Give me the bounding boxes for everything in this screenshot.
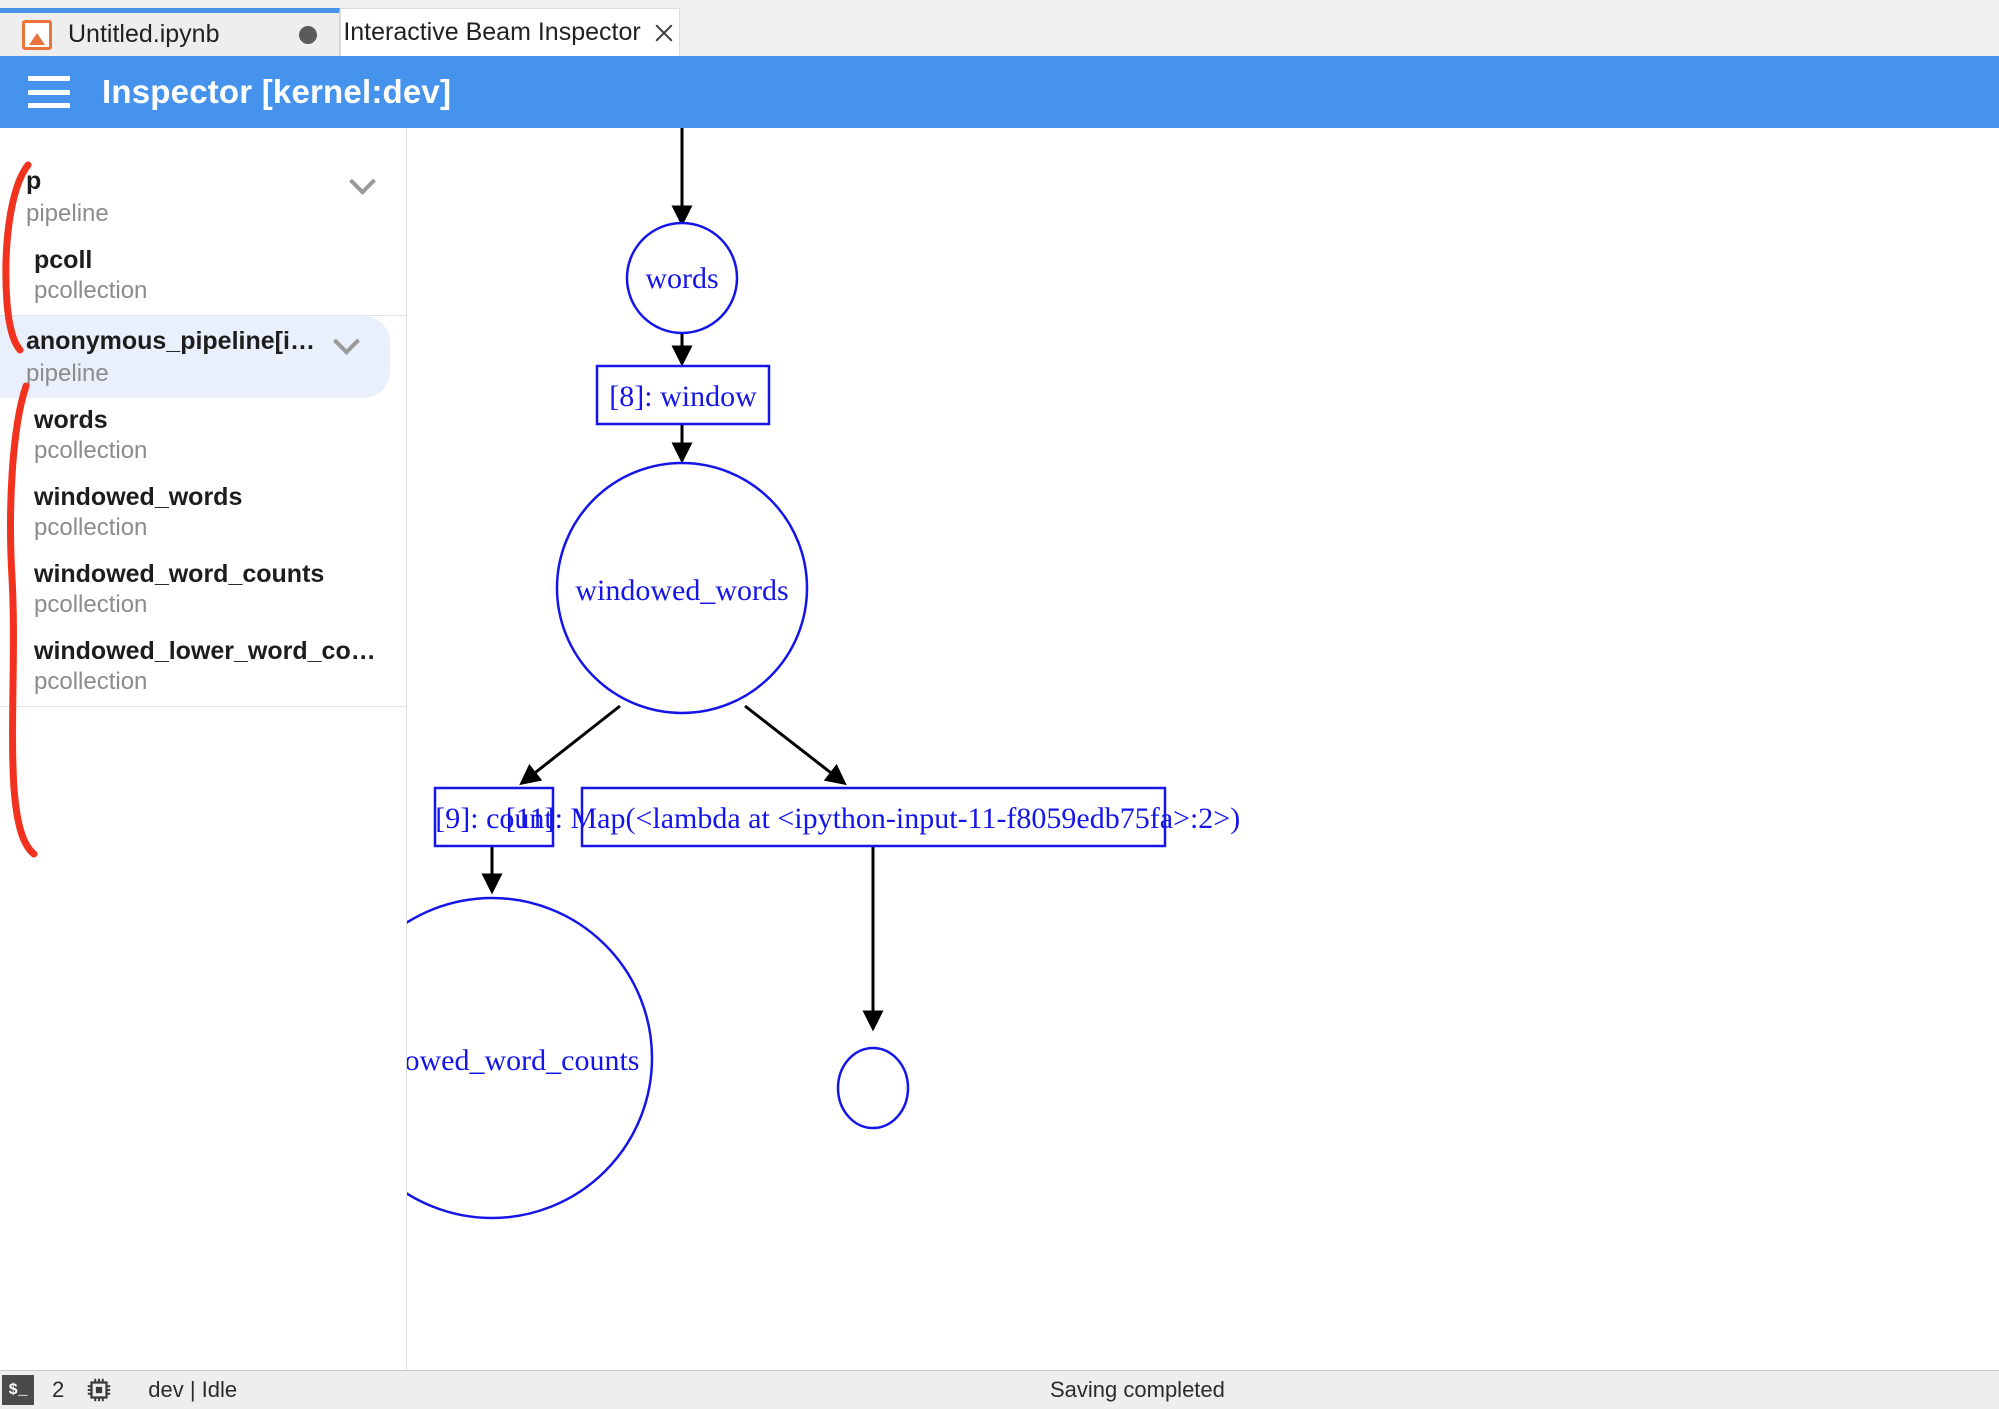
cpu-icon [88,1378,111,1402]
sidebar-item-windowed-words[interactable]: windowed_words pcollection [0,475,406,552]
tab-bar: Untitled.ipynb Interactive Beam Inspecto… [0,0,1999,57]
tab-untitled-notebook[interactable]: Untitled.ipynb [0,8,340,56]
kernel-status[interactable]: dev | Idle [148,1377,238,1402]
sidebar-group-anonymous-pipeline: anonymous_pipeline[id:44516… pipeline wo… [0,316,406,707]
notebook-icon [22,19,52,50]
tab-label: Untitled.ipynb [68,20,220,48]
status-bar: $_ 2 dev | Idle Saving completed [0,1370,1999,1409]
sidebar-item-label: windowed_lower_word_counts [34,637,380,665]
unsaved-changes-dot-icon[interactable] [299,25,317,44]
save-status: Saving completed [1050,1377,1225,1402]
sidebar-item-label: anonymous_pipeline[id:44516… [26,326,318,355]
terminal-count: 2 [52,1377,65,1402]
pipeline-graph-svg: words [8]: window windowed_words [9]: co… [407,128,1240,1220]
graph-node-words[interactable]: words [625,221,739,335]
graph-node-label: [9]: count [435,802,553,835]
inspector-header: Inspector [kernel:dev] [0,56,1999,128]
sidebar-item-anonymous-pipeline[interactable]: anonymous_pipeline[id:44516… pipeline [0,316,390,398]
sidebar-item-windowed-lower-word-counts[interactable]: windowed_lower_word_counts pcollection [0,629,406,706]
edge-windowed-words-to-map [744,704,847,786]
tab-interactive-beam-inspector[interactable]: Interactive Beam Inspector [340,8,680,56]
sidebar-item-label: words [34,406,108,434]
sidebar-item-type: pipeline [26,360,109,387]
page-title: Inspector [kernel:dev] [102,73,452,110]
sidebar-item-type: pcollection [34,591,148,618]
sidebar-item-label: windowed_word_counts [34,560,325,588]
chevron-down-icon[interactable] [346,164,380,198]
graph-node-count[interactable]: [9]: count [433,786,555,848]
graph-node-lower-word-counts-partial[interactable] [836,1046,910,1130]
sidebar-item-windowed-word-counts[interactable]: windowed_word_counts pcollection [0,552,406,629]
edge-windowed-words-to-count [519,704,621,786]
graph-node-label: [11]: Map(<lambda at <ipython-input-11-f… [506,802,1240,835]
tab-label: Interactive Beam Inspector [343,18,641,46]
sidebar-group-p: p pipeline pcoll pcollection [0,128,406,316]
graph-node-map-lambda[interactable]: [11]: Map(<lambda at <ipython-input-11-f… [506,786,1240,848]
close-icon[interactable] [651,20,677,46]
sidebar-item-label: pcoll [34,246,93,274]
hamburger-icon[interactable] [28,76,70,108]
graph-node-label: [8]: window [609,380,757,413]
graph-node-windowed-words[interactable]: windowed_words [555,461,809,715]
terminal-icon[interactable]: $_ [2,1375,34,1405]
sidebar-item-type: pcollection [34,514,148,541]
sidebar-item-label: p [26,166,42,195]
graph-node-label: windowed_words [575,574,788,607]
sidebar-item-words[interactable]: words pcollection [0,398,406,475]
sidebar-item-type: pcollection [34,668,148,695]
sidebar-item-p[interactable]: p pipeline [0,128,406,238]
graph-node-window[interactable]: [8]: window [595,364,771,426]
graph-node-label: windowed_word_counts [407,1044,639,1077]
sidebar-item-type: pcollection [34,437,148,464]
pipeline-graph-canvas[interactable]: words [8]: window windowed_words [9]: co… [407,128,1999,1371]
sidebar-item-pcoll[interactable]: pcoll pcollection [0,238,406,315]
sidebar-item-label: windowed_words [34,483,243,511]
sidebar-item-type: pcollection [34,277,148,304]
sidebar-item-type: pipeline [26,200,109,227]
graph-node-windowed-word-counts[interactable]: windowed_word_counts [407,896,654,1220]
chevron-down-icon[interactable] [330,324,364,358]
inspectables-sidebar[interactable]: p pipeline pcoll pcollection anonymous_p… [0,128,407,1371]
graph-node-label: words [645,262,718,295]
